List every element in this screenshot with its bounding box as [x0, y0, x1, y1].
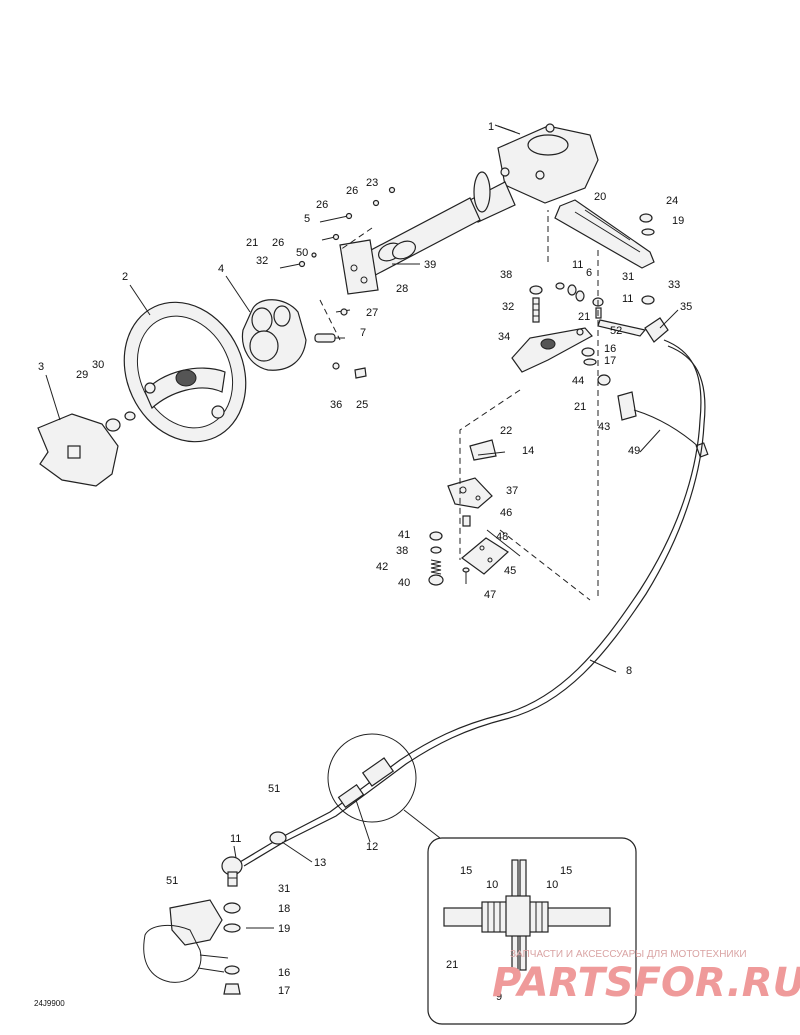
callout-6: 6	[586, 267, 592, 279]
callout-9: 9	[496, 991, 502, 1003]
callout-41: 41	[398, 529, 410, 541]
callout-2: 2	[122, 271, 128, 283]
callout-labels: 1 2 3 4 5 6 7 8 9 10 10 11 11 11 12 13 1…	[38, 121, 692, 1003]
callout-49: 49	[628, 445, 640, 457]
callout-52: 52	[610, 325, 622, 337]
callout-34: 34	[498, 331, 510, 343]
callout-26c: 26	[272, 237, 284, 249]
callout-25: 25	[356, 399, 368, 411]
steering-wheel	[123, 301, 247, 443]
callout-15b: 15	[560, 865, 572, 877]
callout-30: 30	[92, 359, 104, 371]
callout-33: 33	[668, 279, 680, 291]
detail-inset	[427, 837, 637, 1025]
callout-11b: 11	[622, 293, 633, 305]
callout-39: 39	[424, 259, 436, 271]
hub-cover	[37, 411, 136, 487]
callout-14: 14	[522, 445, 534, 457]
cable-fittings	[221, 757, 395, 995]
watermark-logo: PARTSFOR.RU	[492, 960, 800, 1006]
callout-16b: 16	[278, 967, 290, 979]
callout-4: 4	[218, 263, 224, 275]
callout-12: 12	[366, 841, 378, 853]
callout-26a: 26	[346, 185, 358, 197]
callout-17a: 17	[604, 355, 616, 367]
callout-21a: 21	[246, 237, 258, 249]
callout-23: 23	[366, 177, 378, 189]
outboard-yoke	[143, 899, 229, 983]
spring-stack	[428, 531, 444, 586]
callout-38b: 38	[396, 545, 408, 557]
callout-21d: 21	[446, 959, 458, 971]
callout-37: 37	[506, 485, 518, 497]
callout-10a: 10	[486, 879, 498, 891]
leader-lines	[45, 125, 679, 929]
callout-18: 18	[278, 903, 290, 915]
callout-20: 20	[594, 191, 606, 203]
callout-19b: 19	[278, 923, 290, 935]
callout-29: 29	[76, 369, 88, 381]
callout-27: 27	[366, 307, 378, 319]
cable-end-joint	[597, 317, 669, 343]
steering-arm	[554, 199, 655, 269]
callout-47: 47	[484, 589, 496, 601]
watermark-tagline: ЗАПЧАСТИ И АКСЕССУАРЫ ДЛЯ МОТОТЕХНИКИ	[510, 949, 747, 960]
callout-28: 28	[396, 283, 408, 295]
instrument-pod	[241, 299, 307, 371]
callout-21b: 21	[578, 311, 590, 323]
callout-45: 45	[504, 565, 516, 577]
callout-46: 46	[500, 507, 512, 519]
callout-11c: 11	[230, 833, 241, 845]
callout-43: 43	[598, 421, 610, 433]
callout-31b: 31	[278, 883, 290, 895]
callout-36: 36	[330, 399, 342, 411]
callout-32b: 32	[502, 301, 514, 313]
column-bracket	[339, 239, 416, 295]
callout-8: 8	[626, 665, 632, 677]
callout-51b: 51	[166, 875, 178, 887]
callout-38a: 38	[500, 269, 512, 281]
callout-10b: 10	[546, 879, 558, 891]
callout-31a: 31	[622, 271, 634, 283]
callout-44: 44	[572, 375, 584, 387]
lower-mount-assembly	[447, 439, 521, 584]
callout-22: 22	[500, 425, 512, 437]
callout-32a: 32	[256, 255, 268, 267]
detail-magnifier	[327, 733, 441, 839]
callout-13: 13	[314, 857, 326, 869]
callout-21c: 21	[574, 401, 586, 413]
callout-19a: 19	[672, 215, 684, 227]
callout-42: 42	[376, 561, 388, 573]
callout-7: 7	[360, 327, 366, 339]
callout-1: 1	[488, 121, 494, 133]
assembly-guide-lines	[319, 210, 599, 601]
callout-5: 5	[304, 213, 310, 225]
callout-16a: 16	[604, 343, 616, 355]
callout-48: 48	[496, 531, 508, 543]
callout-11a: 11	[572, 259, 583, 271]
watermark: ЗАПЧАСТИ И АКСЕССУАРЫ ДЛЯ МОТОТЕХНИКИ PA…	[492, 949, 800, 1006]
callout-17b: 17	[278, 985, 290, 997]
callout-40: 40	[398, 577, 410, 589]
cable-bracket	[617, 391, 709, 458]
pivot-plate	[511, 327, 593, 373]
drawing-id: 24J9900	[34, 999, 65, 1008]
steering-cable	[239, 339, 706, 867]
column-fasteners	[279, 186, 396, 379]
callout-24: 24	[666, 195, 678, 207]
callout-51a: 51	[268, 783, 280, 795]
callout-15a: 15	[460, 865, 472, 877]
callout-26b: 26	[316, 199, 328, 211]
callout-50: 50	[296, 247, 308, 259]
callout-35: 35	[680, 301, 692, 313]
callout-3: 3	[38, 361, 44, 373]
